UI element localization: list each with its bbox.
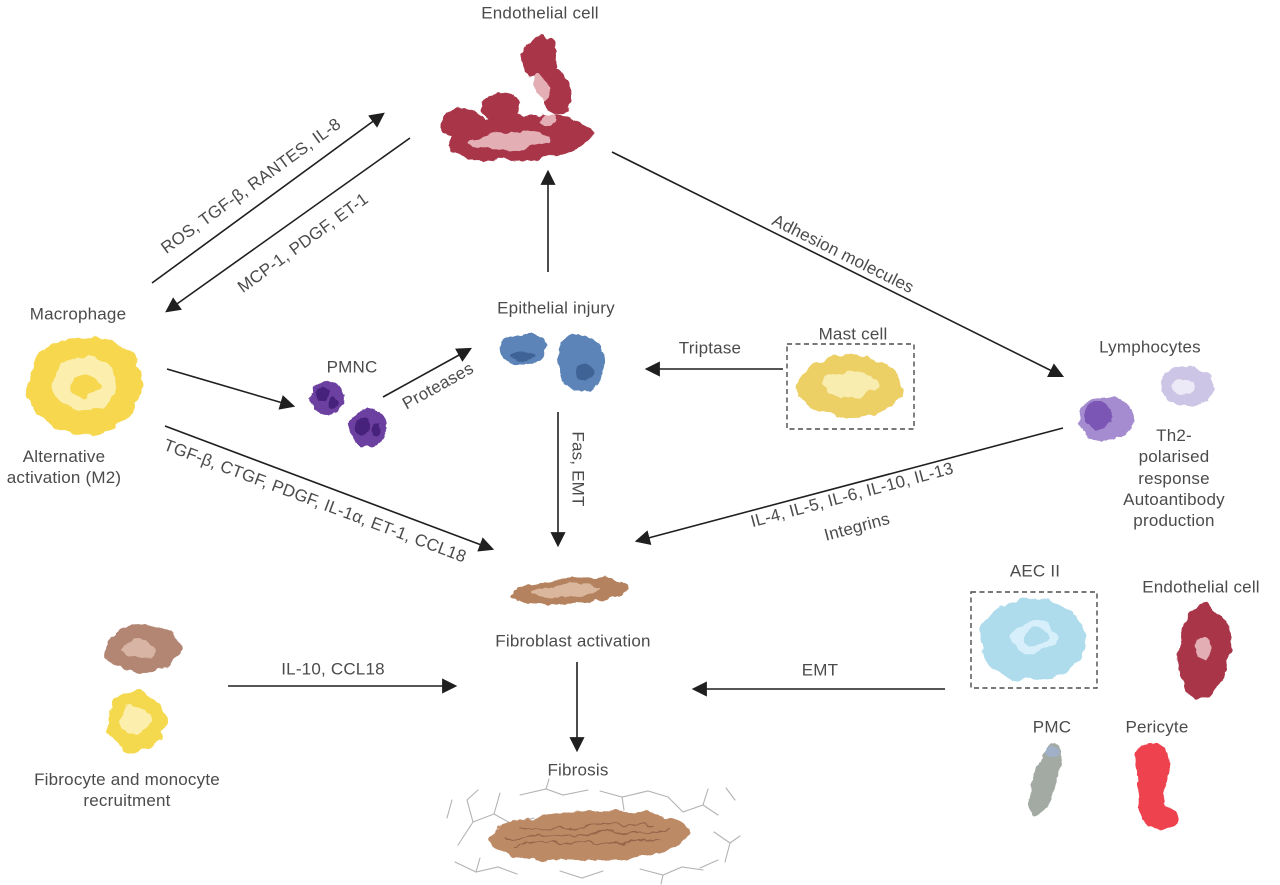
- mast-cell-blob: [797, 356, 903, 418]
- macrophage-state-label: Alternative activation (M2): [6, 446, 122, 487]
- pmnc-label: PMNC: [326, 357, 378, 377]
- aec2-label: AEC II: [1009, 561, 1061, 581]
- endothelial-cell-top-blob: [442, 36, 592, 162]
- fibrosis-label: Fibrosis: [547, 760, 609, 780]
- triptase-arrow-label: Triptase: [678, 338, 742, 358]
- pmnc-cells: [310, 381, 387, 447]
- il10-arrow-label: IL-10, CCL18: [281, 659, 385, 679]
- fiber-network: [446, 778, 741, 885]
- pmc-blob: [1029, 743, 1061, 817]
- aec2-blob: [980, 599, 1086, 681]
- pericyte-label: Pericyte: [1125, 717, 1189, 737]
- fibrocyte-label: Fibrocyte and monocyte recruitment: [34, 769, 220, 810]
- epithelial-injury-label: Epithelial injury: [497, 298, 615, 318]
- lymphocyte-cells: [1078, 366, 1214, 441]
- mast-cell-label: Mast cell: [818, 324, 888, 344]
- endothelial-right-label: Endothelial cell: [1142, 577, 1260, 597]
- aec2-box: [970, 591, 1098, 689]
- fas-emt-arrow-label: Fas, EMT: [568, 431, 588, 507]
- lymphocyte-effects-label: Th2-polarised response Autoantibody prod…: [1123, 425, 1225, 530]
- epithelial-injury-cells: [499, 333, 606, 392]
- macrophage-label: Macrophage: [29, 304, 127, 324]
- arrow-pmnc-to-epithelial: [382, 347, 472, 398]
- arrow-lymphocytes-to-fibroblast: [634, 427, 1064, 546]
- fibroblast-blob: [510, 577, 630, 605]
- arrow-macrophage-to-pmnc: [166, 368, 296, 410]
- arrow-endothelial-to-lymphocytes: [611, 151, 1065, 378]
- fibroblast-label: Fibroblast activation: [495, 631, 651, 651]
- endothelial-top-label: Endothelial cell: [481, 3, 599, 23]
- macrophage-blob: [28, 335, 142, 435]
- lymphocytes-label: Lymphocytes: [1099, 337, 1201, 357]
- endothelial-cell-right-blob: [1177, 604, 1231, 699]
- fibrosis-graphic: [446, 778, 741, 885]
- arrow-macrophage-to-endothelial: [151, 112, 385, 284]
- mast-cell-box: [786, 343, 915, 430]
- arrow-macrophage-to-fibroblast: [164, 425, 495, 552]
- emt-arrow-label: EMT: [801, 660, 839, 680]
- pericyte-blob: [1135, 742, 1180, 829]
- pmc-label: PMC: [1032, 717, 1072, 737]
- arrow-endothelial-to-macrophage: [165, 137, 411, 313]
- fibrocyte-blob: [104, 627, 180, 673]
- monocyte-blob: [107, 692, 165, 752]
